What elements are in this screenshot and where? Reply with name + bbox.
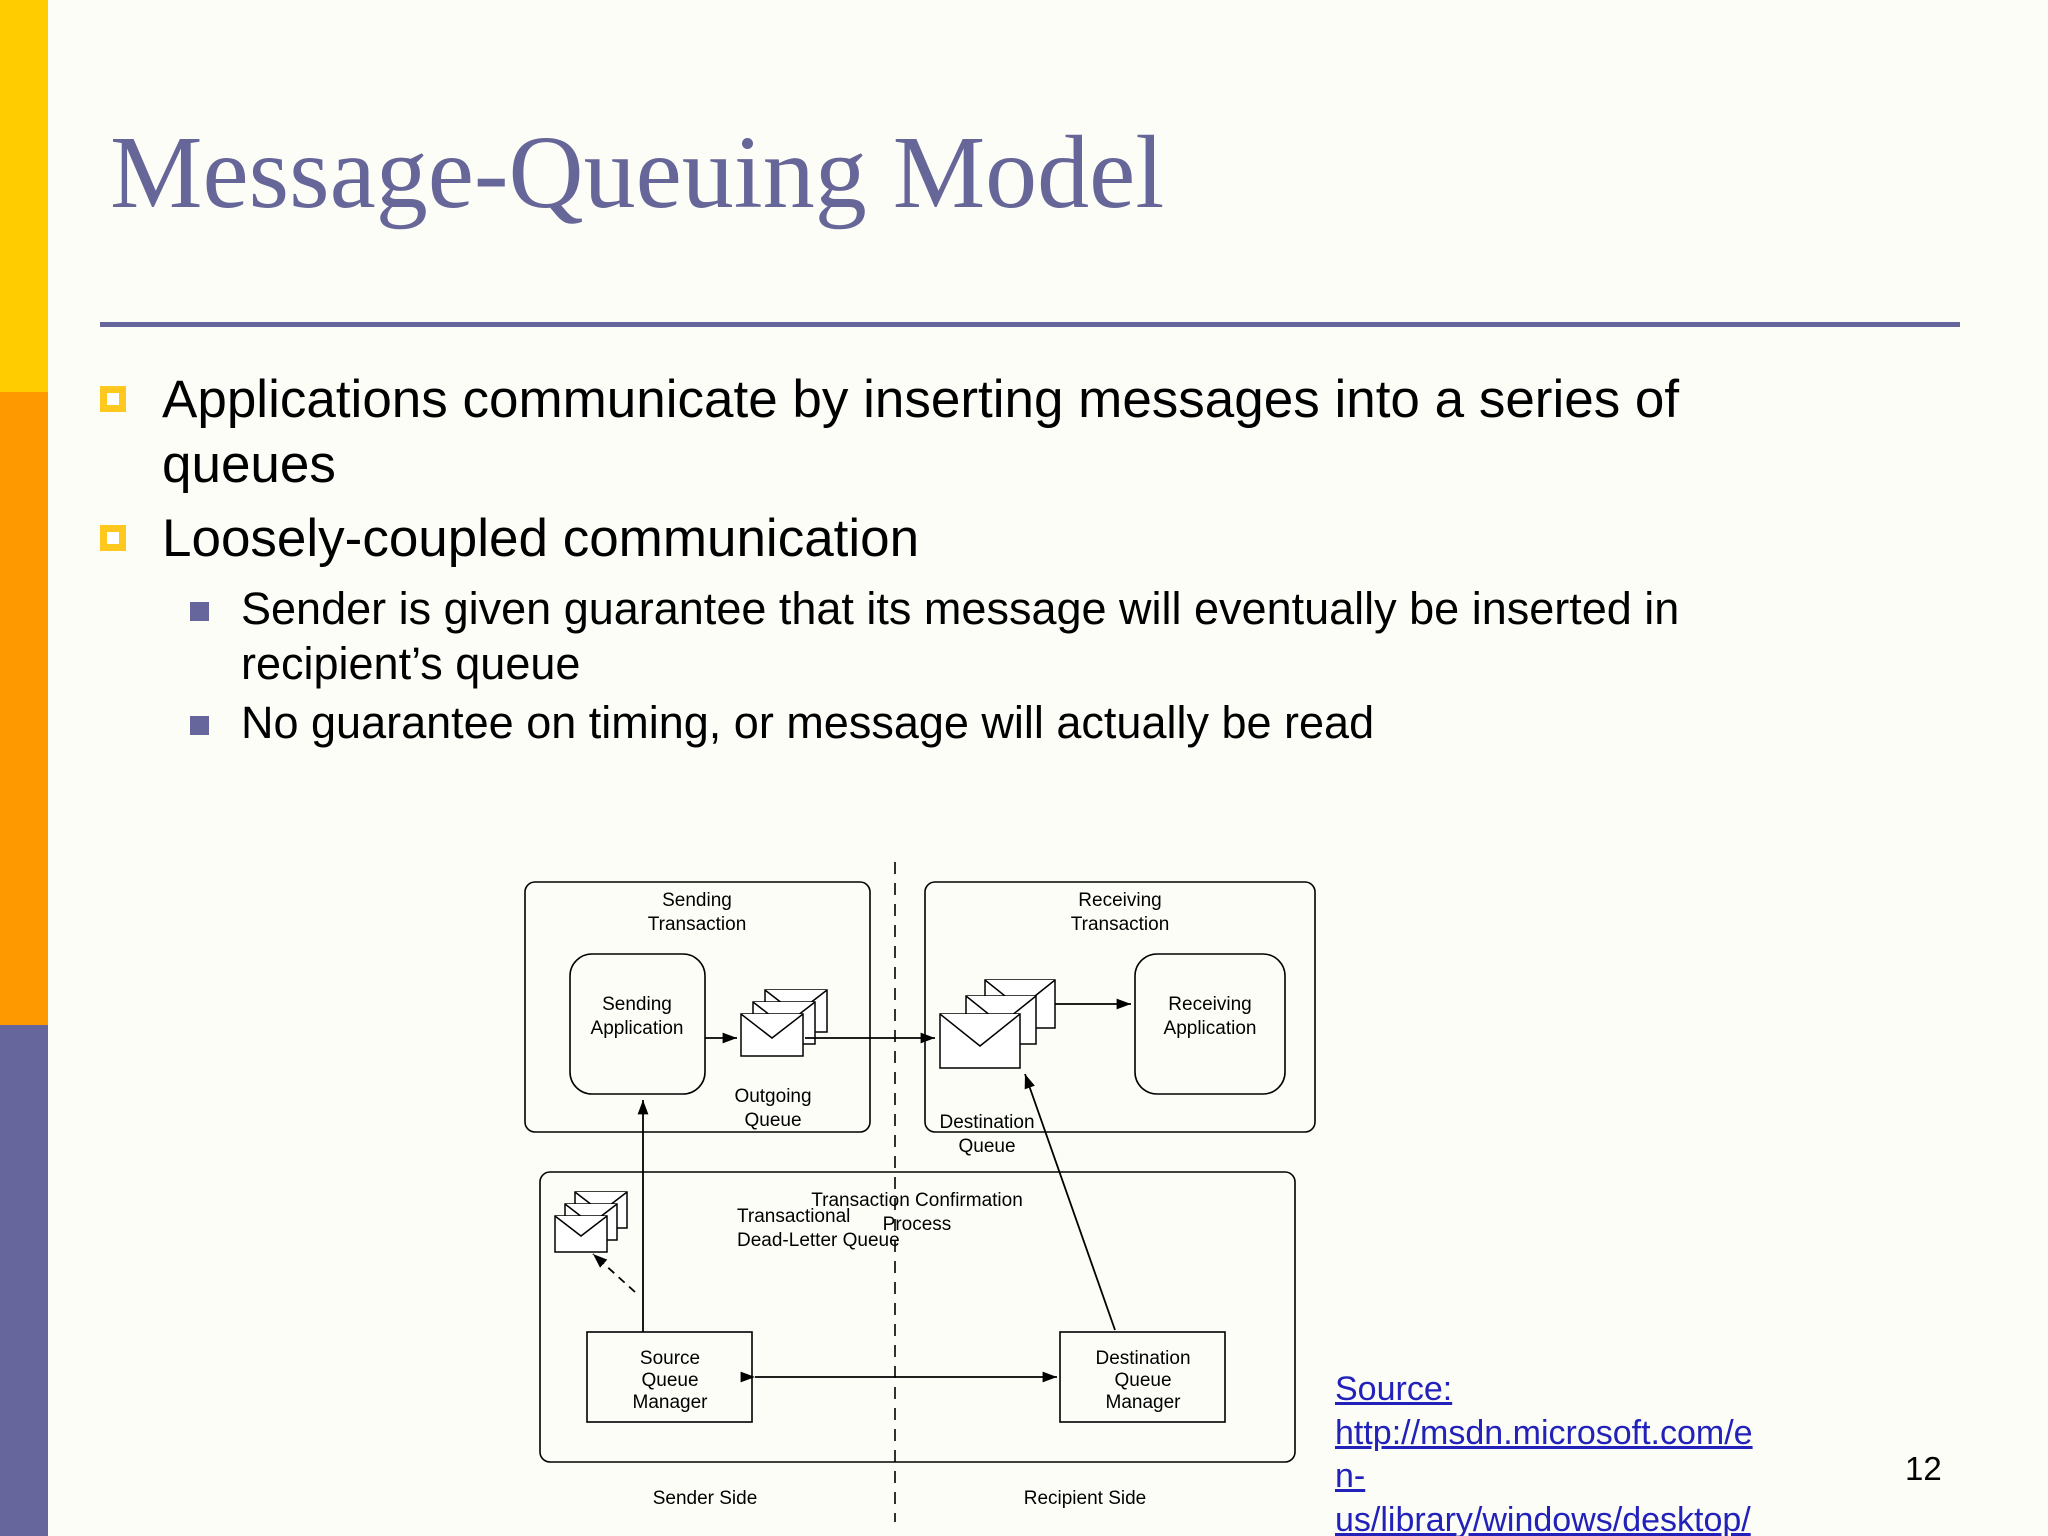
diagram-label: Queue — [1114, 1370, 1171, 1391]
diagram-label: Application — [1164, 1018, 1257, 1039]
diagram-label: Receiving — [1168, 994, 1251, 1015]
diagram-label: Recipient Side — [1024, 1488, 1147, 1509]
purple-square-bullet-icon — [190, 601, 209, 621]
page-title: Message-Queuing Model — [110, 115, 1165, 230]
diagram-label: Queue — [744, 1110, 801, 1131]
diagram-label: Outgoing — [734, 1086, 811, 1107]
diagram-label: Queue — [958, 1136, 1015, 1157]
gold-hollow-square-bullet-icon — [100, 525, 126, 552]
purple-square-bullet-icon — [190, 715, 209, 735]
page-number: 12 — [1905, 1450, 1942, 1487]
list-item: No guarantee on timing, or message will … — [190, 696, 1930, 751]
diagram-label: Destination — [939, 1112, 1034, 1133]
diagram-label: Queue — [641, 1370, 698, 1391]
diagram-label: Dead-Letter Queue — [737, 1230, 900, 1251]
bullet-text: Loosely-coupled communication — [162, 509, 920, 569]
message-queuing-diagram: Sending Transaction Receiving Transactio… — [515, 862, 1355, 1522]
diagram-label: Receiving — [1078, 890, 1161, 911]
diagram-label: Sending — [662, 890, 732, 911]
list-item: Applications communicate by inserting me… — [100, 368, 1930, 497]
rail-band-yellow — [0, 0, 48, 392]
diagram-label: Manager — [633, 1392, 709, 1413]
diagram-label: Sender Side — [653, 1488, 758, 1509]
diagram-label: Sending — [602, 994, 672, 1015]
left-color-rail — [0, 0, 48, 1536]
title-divider — [100, 322, 1960, 327]
diagram-label: Source — [640, 1348, 700, 1369]
diagram-label: Transaction Confirmation — [811, 1190, 1023, 1211]
diagram-label: Application — [591, 1018, 684, 1039]
bullet-text: Sender is given guarantee that its messa… — [241, 582, 1680, 689]
diagram-label: Transaction — [648, 914, 747, 935]
source-link[interactable]: Source: http://msdn.microsoft.com/en-us/… — [1335, 1370, 1753, 1536]
diagram-label: Transactional — [737, 1206, 850, 1227]
rail-band-purple — [0, 1025, 48, 1536]
diagram-label: Transaction — [1071, 914, 1170, 935]
bullet-text: Applications communicate by inserting me… — [162, 370, 1680, 494]
bullet-list: Applications communicate by inserting me… — [100, 368, 1930, 755]
bullet-text: No guarantee on timing, or message will … — [241, 696, 1375, 748]
rail-band-orange — [0, 392, 48, 1025]
list-item: Sender is given guarantee that its messa… — [190, 582, 1930, 692]
diagram-label: Manager — [1106, 1392, 1182, 1413]
gold-hollow-square-bullet-icon — [100, 386, 126, 412]
diagram-label: Process — [883, 1214, 952, 1235]
diagram-label: Destination — [1095, 1348, 1190, 1369]
list-item: Loosely-coupled communication — [100, 507, 1930, 572]
